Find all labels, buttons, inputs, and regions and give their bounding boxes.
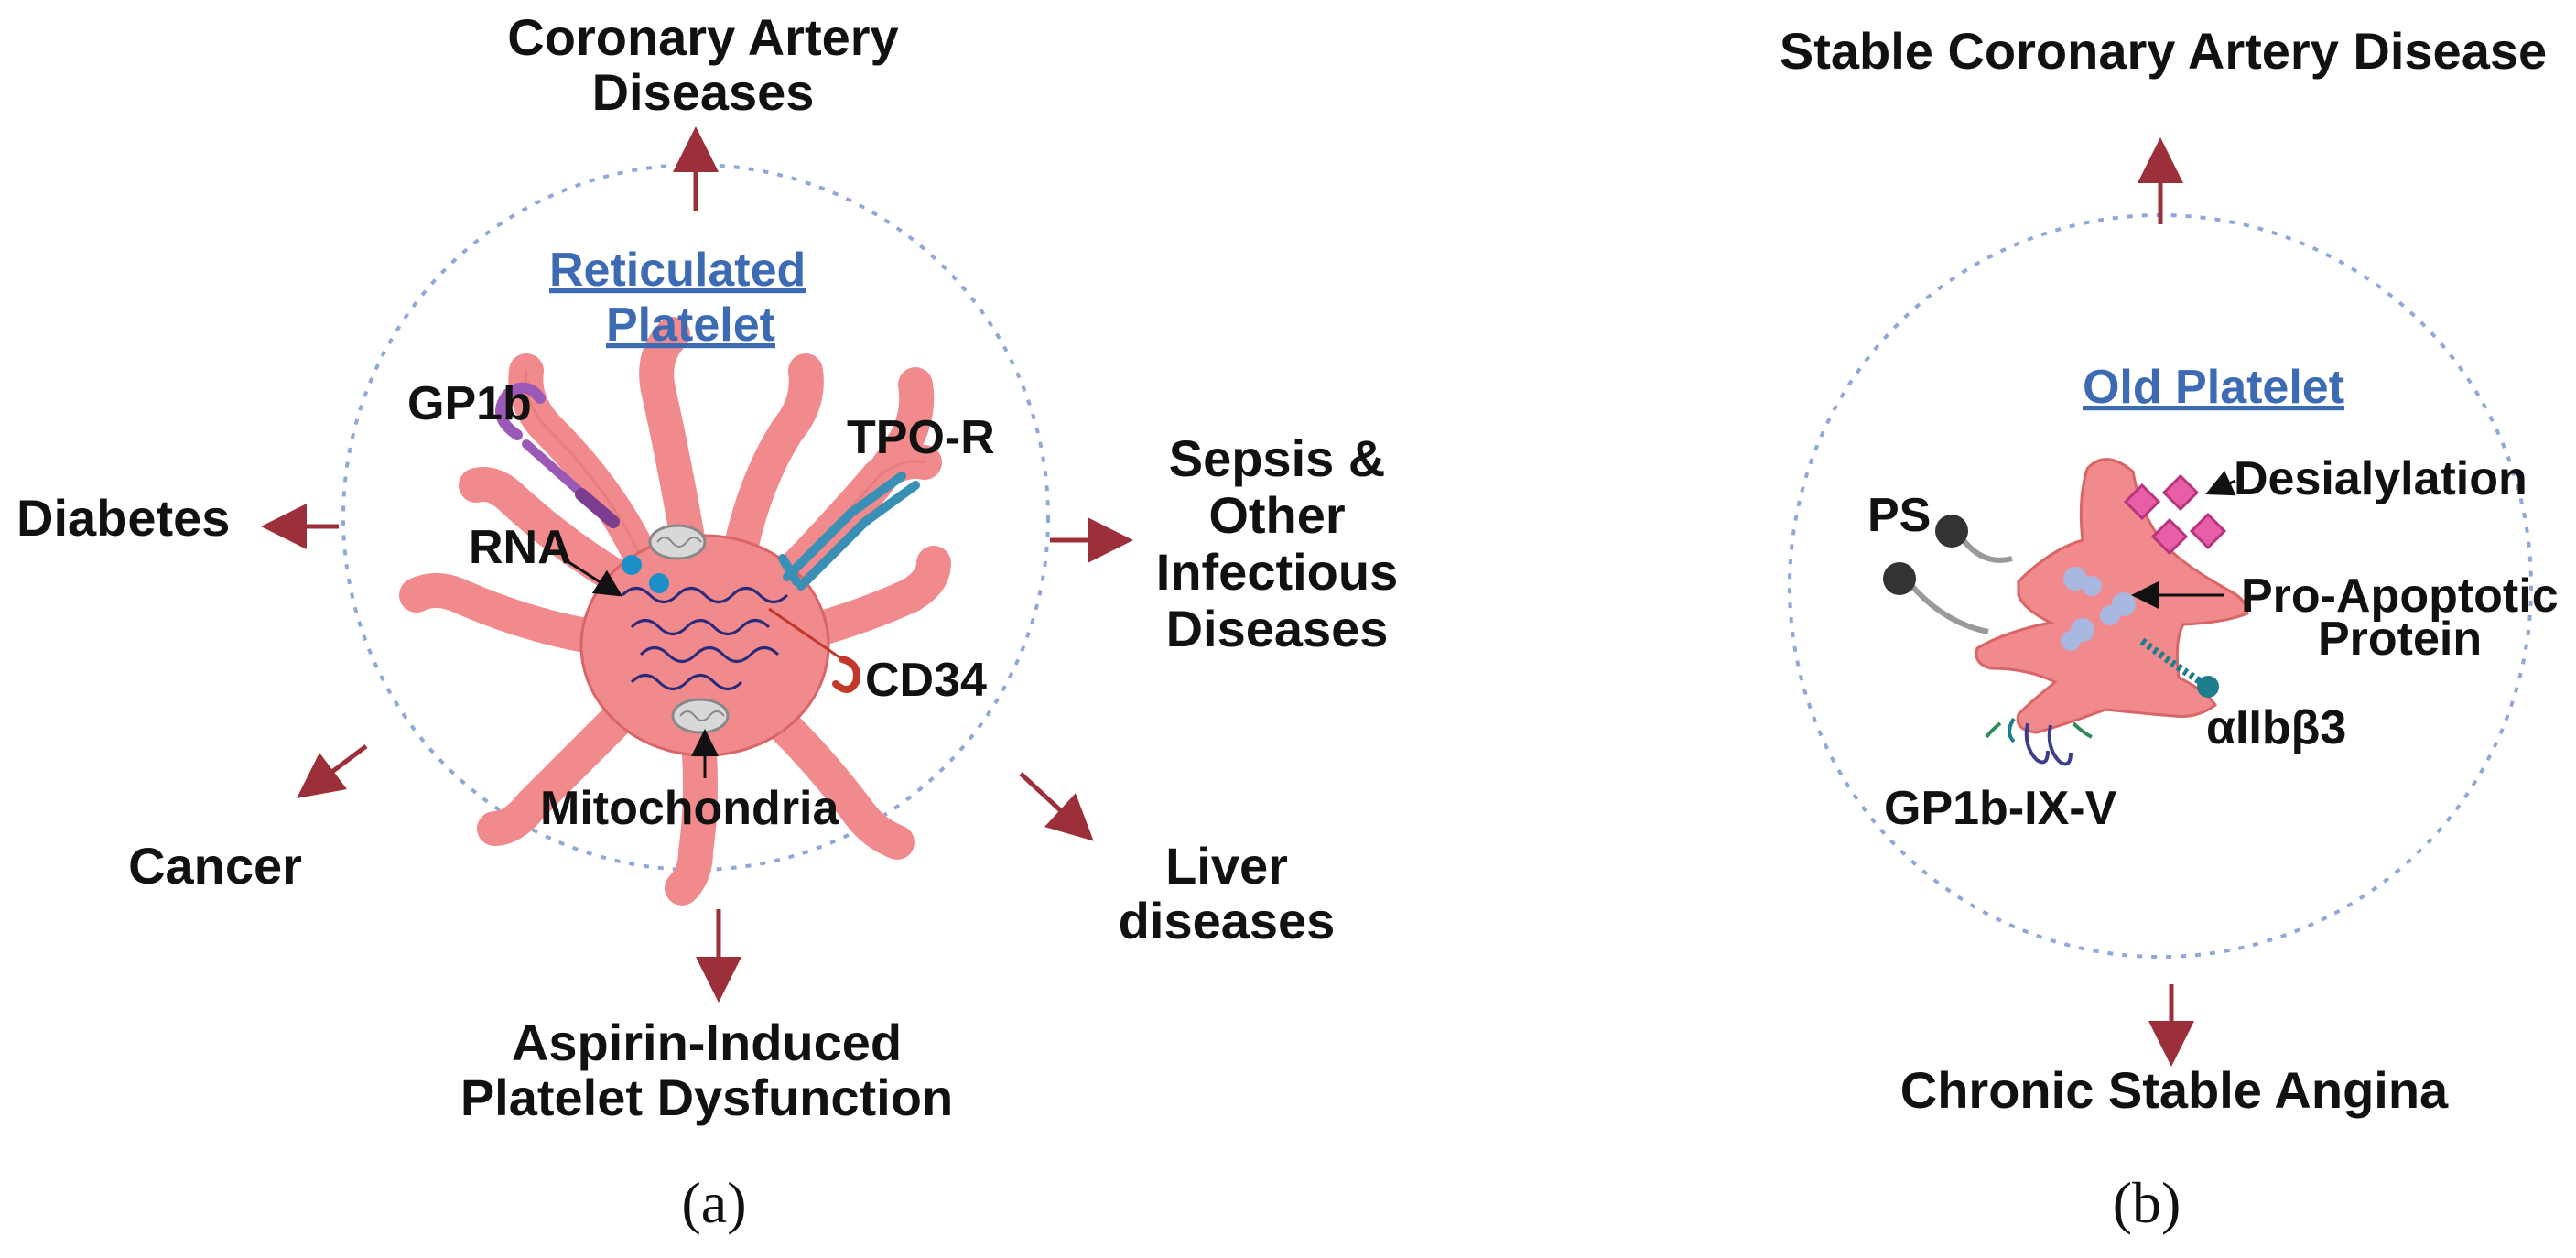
disease-sepsis-line1: Sepsis & — [1169, 429, 1386, 487]
disease-liver-line2: diseases — [1119, 892, 1336, 949]
label-ps: PS — [1867, 489, 1931, 542]
disease-stable-cad: Stable Coronary Artery Disease — [1780, 22, 2547, 80]
arrow-to-liver — [1019, 772, 1094, 841]
label-desialylation: Desialylation — [2234, 452, 2527, 505]
desialylation-pointer-arrow — [2205, 470, 2236, 496]
label-aiibb3: αIIbβ3 — [2206, 701, 2346, 754]
disease-sepsis-line2: Other — [1208, 486, 1345, 544]
label-mitochondria: Mitochondria — [540, 782, 840, 835]
arrow-to-cancer — [297, 744, 368, 798]
label-gp1b: GP1b — [407, 377, 532, 430]
disease-coronary-line1: Coronary Artery — [507, 8, 898, 66]
label-cd34: CD34 — [865, 654, 987, 707]
cd34-marker-icon — [768, 607, 860, 693]
panel-a-caption: (a) — [681, 1170, 746, 1235]
tpo-r-receptor-icon — [778, 472, 920, 591]
ps-lipid-icon — [1883, 515, 2013, 634]
label-pro-apoptotic-line1: Pro-Apoptotic — [2241, 569, 2559, 623]
disease-sepsis-line3: Infectious — [1156, 543, 1398, 601]
disease-liver-line1: Liver — [1165, 837, 1288, 895]
rna-bead-icon — [649, 573, 669, 593]
rna-pointer-arrow — [562, 557, 623, 597]
disease-coronary-line2: Diseases — [592, 63, 815, 121]
rna-bead-icon — [622, 555, 642, 575]
label-tpo-r: TPO-R — [847, 411, 995, 464]
mitochondria-organelles — [648, 524, 730, 734]
aiibb3-integrin-icon — [2139, 637, 2219, 698]
gp1b-receptor-icon — [495, 382, 620, 528]
reticulated-platelet-cell — [399, 317, 951, 906]
panel-a-title-line1: Reticulated — [549, 244, 806, 297]
label-pro-apoptotic-line2: Protein — [2318, 613, 2482, 666]
gp1b-ix-v-receptor-icon — [1985, 717, 2093, 766]
pro-apoptotic-protein-icon — [2061, 567, 2136, 651]
disease-aspirin-line2: Platelet Dysfunction — [460, 1068, 953, 1126]
disease-sepsis-line4: Diseases — [1166, 600, 1389, 657]
desialylation-diamond-icon — [2123, 473, 2227, 556]
panel-b-title: Old Platelet — [2083, 361, 2344, 414]
label-gp1b-ix-v: GP1b-IX-V — [1884, 782, 2117, 835]
disease-chronic-angina: Chronic Stable Angina — [1900, 1061, 2449, 1119]
disease-diabetes: Diabetes — [16, 489, 230, 547]
panel-a-title-line2: Platelet — [606, 298, 775, 352]
rna-strands — [621, 587, 789, 690]
disease-aspirin-line1: Aspirin-Induced — [512, 1014, 902, 1071]
panel-b-caption: (b) — [2113, 1170, 2181, 1235]
disease-cancer: Cancer — [128, 837, 302, 895]
label-rna: RNA — [469, 521, 572, 574]
panel-b: Old Platelet — [1780, 22, 2559, 1235]
old-platelet-cell — [1975, 458, 2249, 734]
panel-a: Reticulated Platelet GP1b RNA TPO-R CD34… — [16, 8, 1398, 1235]
